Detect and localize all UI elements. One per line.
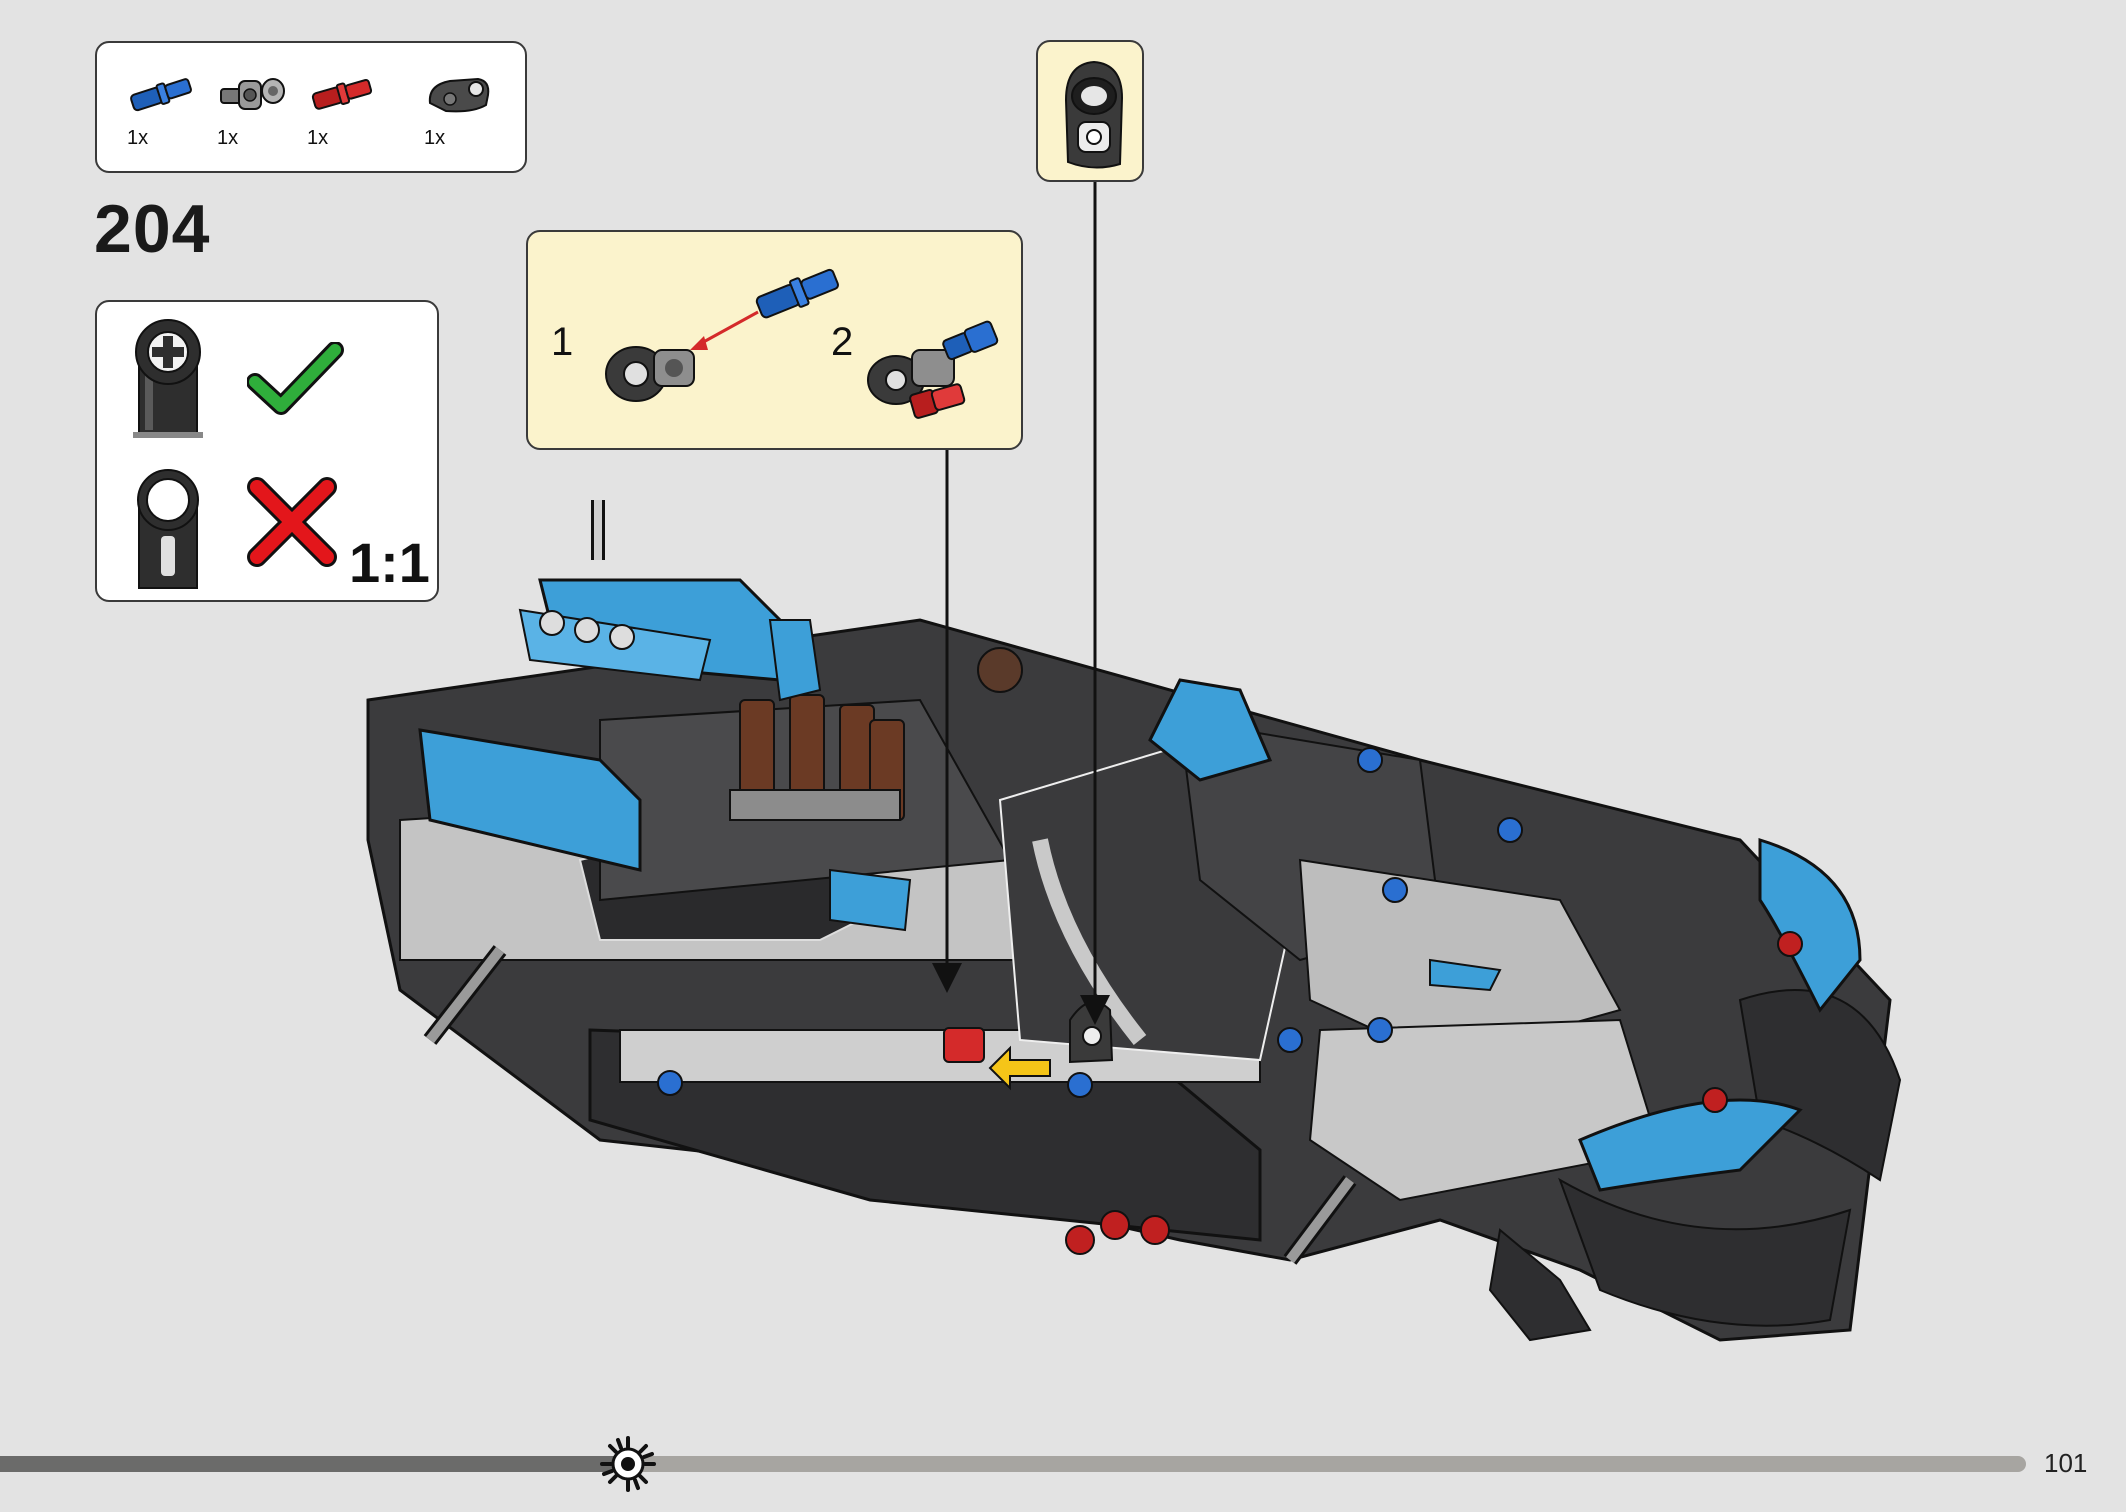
progress-fill bbox=[0, 1456, 628, 1472]
sub-assembly-illustration bbox=[605, 268, 999, 419]
sub-assembly-callout: 1 2 bbox=[526, 230, 1023, 450]
part-item: 1x bbox=[217, 43, 307, 175]
cross-axle-beam-icon bbox=[133, 319, 203, 438]
part-qty: 1x bbox=[424, 127, 446, 149]
new-part-placement bbox=[943, 1001, 1114, 1091]
parts-list-panel: 1x 1x 1x 1x bbox=[95, 41, 527, 173]
blue-panels bbox=[418, 578, 1862, 1192]
axles-and-pins bbox=[423, 500, 1803, 1265]
assembled-connector-icon bbox=[867, 320, 999, 419]
part-callout bbox=[1036, 40, 1144, 182]
cross-icon bbox=[247, 477, 337, 567]
blue-axle-pin-icon bbox=[130, 78, 192, 112]
gray-pin-connector-icon bbox=[220, 78, 285, 110]
part-qty: 1x bbox=[217, 127, 239, 149]
progress-bar bbox=[0, 1456, 2026, 1472]
orientation-panel: 1:1 bbox=[95, 300, 439, 602]
gray-pin-connector-icon bbox=[605, 346, 695, 402]
placement-arrows bbox=[932, 182, 1110, 1025]
part-item: 1x bbox=[422, 43, 512, 175]
part-item: 1x bbox=[307, 43, 397, 175]
insert-arrow-icon bbox=[690, 310, 759, 350]
sub-step-number: 1 bbox=[551, 320, 574, 364]
engine-pistons bbox=[729, 694, 905, 821]
dark-gray-beam-connector-icon bbox=[428, 77, 490, 113]
part-item: 1x bbox=[127, 43, 217, 175]
part-qty: 1x bbox=[127, 127, 149, 149]
dark-gray-beam-connector-icon bbox=[1064, 60, 1124, 169]
check-icon bbox=[247, 342, 344, 415]
sub-step-number: 2 bbox=[831, 320, 854, 364]
step-number: 204 bbox=[94, 191, 211, 267]
red-axle-pin-icon bbox=[311, 78, 373, 110]
round-hole-beam-icon bbox=[137, 469, 199, 589]
chassis bbox=[366, 618, 1902, 1342]
blue-axle-pin-icon bbox=[755, 268, 840, 319]
page-number: 101 bbox=[2044, 1448, 2088, 1478]
gear-icon bbox=[600, 1436, 656, 1492]
scale-label: 1:1 bbox=[349, 531, 430, 594]
part-qty: 1x bbox=[307, 127, 329, 149]
